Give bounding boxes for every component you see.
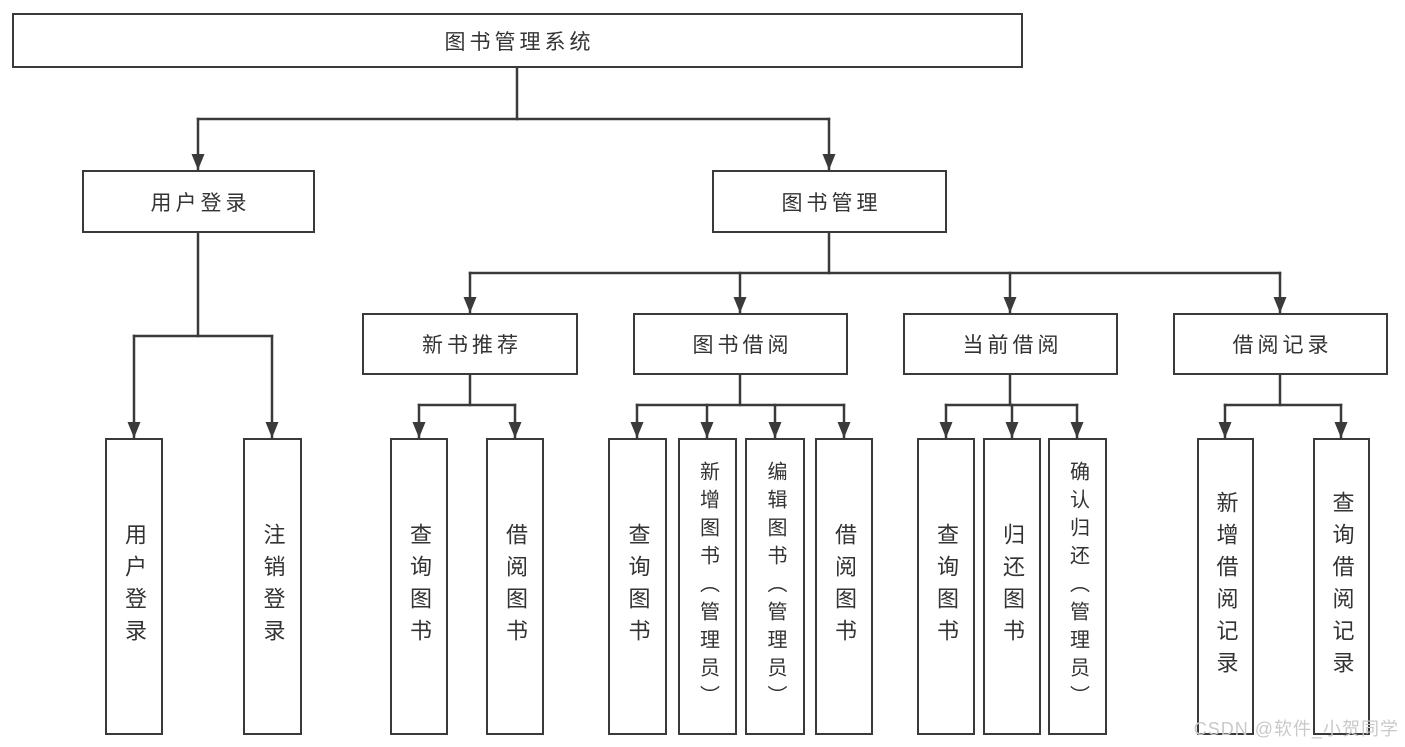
- leaf-query-borrow-record: 查询借阅记录: [1313, 438, 1370, 735]
- node-book-management: 图书管理: [712, 170, 947, 233]
- leaf-query-books-1: 查询图书: [390, 438, 448, 735]
- node-borrow-record: 借阅记录: [1173, 313, 1388, 375]
- connector-new-book-children: [412, 373, 522, 440]
- leaf-return-book: 归还图书: [983, 438, 1041, 735]
- csdn-watermark: CSDN @软件_小贺同学: [1193, 719, 1399, 739]
- node-current-borrow: 当前借阅: [903, 313, 1118, 375]
- node-new-book-recommend: 新书推荐: [362, 313, 578, 375]
- connector-current-borrow-children: [939, 373, 1084, 440]
- connector-borrow-record-children: [1218, 373, 1348, 440]
- connector-root-to-level2: [191, 66, 836, 172]
- leaf-query-books-2: 查询图书: [608, 438, 667, 735]
- leaf-borrow-books-1: 借阅图书: [486, 438, 544, 735]
- leaf-user-login: 用户登录: [105, 438, 163, 735]
- leaf-add-borrow-record: 新增借阅记录: [1197, 438, 1254, 735]
- node-user-login: 用户登录: [82, 170, 315, 233]
- leaf-confirm-return-admin: 确认归还（管理员）: [1048, 438, 1107, 735]
- leaf-add-book-admin: 新增图书（管理员）: [678, 438, 737, 735]
- node-book-borrow: 图书借阅: [633, 313, 848, 375]
- leaf-borrow-books-2: 借阅图书: [815, 438, 873, 735]
- node-root-system: 图书管理系统: [12, 13, 1023, 68]
- connector-user-login-children: [127, 231, 279, 440]
- leaf-logout: 注销登录: [243, 438, 302, 735]
- connector-book-management-children: [463, 231, 1287, 315]
- connector-book-borrow-children: [630, 373, 851, 440]
- leaf-edit-book-admin: 编辑图书（管理员）: [745, 438, 805, 735]
- leaf-query-books-3: 查询图书: [917, 438, 975, 735]
